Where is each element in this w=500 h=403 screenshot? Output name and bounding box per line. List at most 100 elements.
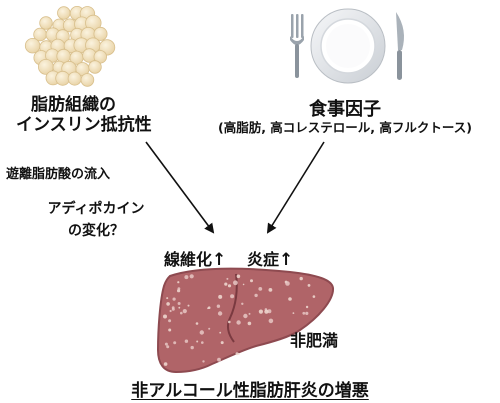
liver-fat-droplet <box>241 302 244 305</box>
liver-fat-droplet <box>177 287 181 291</box>
liver-fat-droplet <box>164 342 168 346</box>
liver-fat-droplet <box>217 357 221 362</box>
liver-fat-droplet <box>288 297 292 301</box>
up-arrow-icon: ↑ <box>212 250 227 270</box>
fibrosis-text: 線維化 <box>164 250 213 269</box>
liver-fat-droplet <box>236 274 241 279</box>
liver-fat-droplet <box>187 304 190 307</box>
liver-fat-droplet <box>299 276 303 281</box>
liver-fat-droplet <box>171 306 175 310</box>
liver-fat-droplet <box>264 309 269 314</box>
liver-fat-droplet <box>163 362 168 366</box>
liver-fat-droplet <box>312 295 316 298</box>
liver-fat-droplet <box>166 345 170 349</box>
liver-icon <box>156 267 334 374</box>
liver-fat-droplet <box>254 293 258 298</box>
liver-fat-droplet <box>226 277 229 280</box>
fat-cell <box>39 16 53 30</box>
adipokine-label: アディポカイン の変化？ <box>38 198 154 242</box>
liver-fat-droplet <box>216 304 221 308</box>
liver-fat-droplet <box>248 312 251 315</box>
non-obese-label: 非肥満 <box>290 331 339 350</box>
liver-fat-droplet <box>224 282 228 286</box>
liver-fat-droplet <box>184 339 189 343</box>
fibrosis-label: 線維化↑ <box>164 246 226 270</box>
liver-fat-droplet <box>237 352 240 355</box>
liver-fat-droplet <box>268 318 274 324</box>
diet-arrow <box>266 141 325 234</box>
liver-fat-droplet <box>268 288 273 292</box>
liver-fat-droplet <box>250 279 253 283</box>
liver-fat-droplet <box>199 330 204 335</box>
fat-cell <box>55 70 71 86</box>
liver-fat-droplet <box>190 345 194 350</box>
liver-fat-droplet <box>258 287 263 291</box>
liver-fat-droplet <box>180 311 183 315</box>
adipose-line1: 脂肪組織の <box>31 95 116 115</box>
liver-fat-droplet <box>228 320 231 324</box>
liver-fat-droplet <box>258 309 263 314</box>
liver-fat-droplet <box>196 340 199 343</box>
fat-cells-icon <box>24 6 116 87</box>
liver-fat-droplet <box>177 281 180 284</box>
fat-cell <box>57 6 71 20</box>
inflammation-label: 炎症↑ <box>247 246 293 270</box>
adipose-title: 脂肪組織の インスリン抵抗性 <box>16 95 152 135</box>
fat-cell <box>80 73 95 87</box>
liver-fat-droplet <box>177 302 181 305</box>
liver-fat-droplet <box>247 321 252 326</box>
liver-fat-droplet <box>243 313 248 319</box>
diet-detail: (高脂肪, 高コレステロール, 高フルクトース) <box>217 120 472 135</box>
liver-fat-droplet <box>242 283 245 286</box>
liver-fat-droplet <box>236 320 241 325</box>
liver-fat-droplet <box>201 341 204 344</box>
outcome-label: 非アルコール性脂肪肝炎の増悪 <box>131 381 369 401</box>
liver-fat-droplet <box>305 305 309 309</box>
adipokine-line1: アディポカイン <box>47 201 145 217</box>
liver-fat-droplet <box>168 319 172 323</box>
liver-fat-droplet <box>178 306 181 309</box>
liver-fat-droplet <box>305 311 309 315</box>
knife-icon <box>396 12 404 80</box>
liver-fat-droplet <box>195 322 199 325</box>
liver-fat-droplet <box>207 306 211 310</box>
fat-cell <box>67 71 82 86</box>
liver-fat-droplet <box>219 331 222 334</box>
liver-fat-droplet <box>233 280 238 286</box>
fat-cell <box>88 60 102 74</box>
liver-fat-droplet <box>227 284 232 288</box>
fork-icon <box>290 14 304 78</box>
up-arrow-icon: ↑ <box>279 250 294 270</box>
liver-fat-droplet <box>173 341 177 345</box>
diet-title: 食事因子 <box>309 99 381 120</box>
fat-cell <box>24 38 41 54</box>
liver-fat-droplet <box>302 311 306 315</box>
liver-fat-droplet <box>235 352 239 356</box>
liver-fat-droplet <box>285 281 290 286</box>
liver-fat-droplet <box>208 327 211 330</box>
inflammation-text: 炎症 <box>247 250 280 269</box>
liver-fat-droplet <box>169 309 172 313</box>
liver-fat-droplet <box>182 309 187 314</box>
ffa-label: 遊離脂肪酸の流入 <box>6 167 111 182</box>
liver-fat-droplet <box>172 297 176 301</box>
liver-fat-droplet <box>163 314 167 319</box>
liver-fat-droplet <box>220 341 224 345</box>
liver-fat-droplet <box>184 275 189 280</box>
liver-fat-droplet <box>292 312 295 314</box>
liver-fat-droplet <box>218 294 223 299</box>
liver-fat-droplet <box>166 302 170 306</box>
liver-fat-droplet <box>230 294 235 299</box>
liver-fat-droplet <box>217 311 223 316</box>
plate-icon <box>310 8 386 84</box>
fat-cell <box>93 26 108 41</box>
adipokine-line2: の変化？ <box>68 223 124 239</box>
liver-fat-droplet <box>307 284 311 287</box>
adipose-line2: インスリン抵抗性 <box>16 115 152 135</box>
liver-fat-droplet <box>202 360 205 363</box>
liver-fat-droplet <box>189 274 194 279</box>
liver-fat-droplet <box>166 297 169 300</box>
liver-fat-droplet <box>168 328 172 332</box>
